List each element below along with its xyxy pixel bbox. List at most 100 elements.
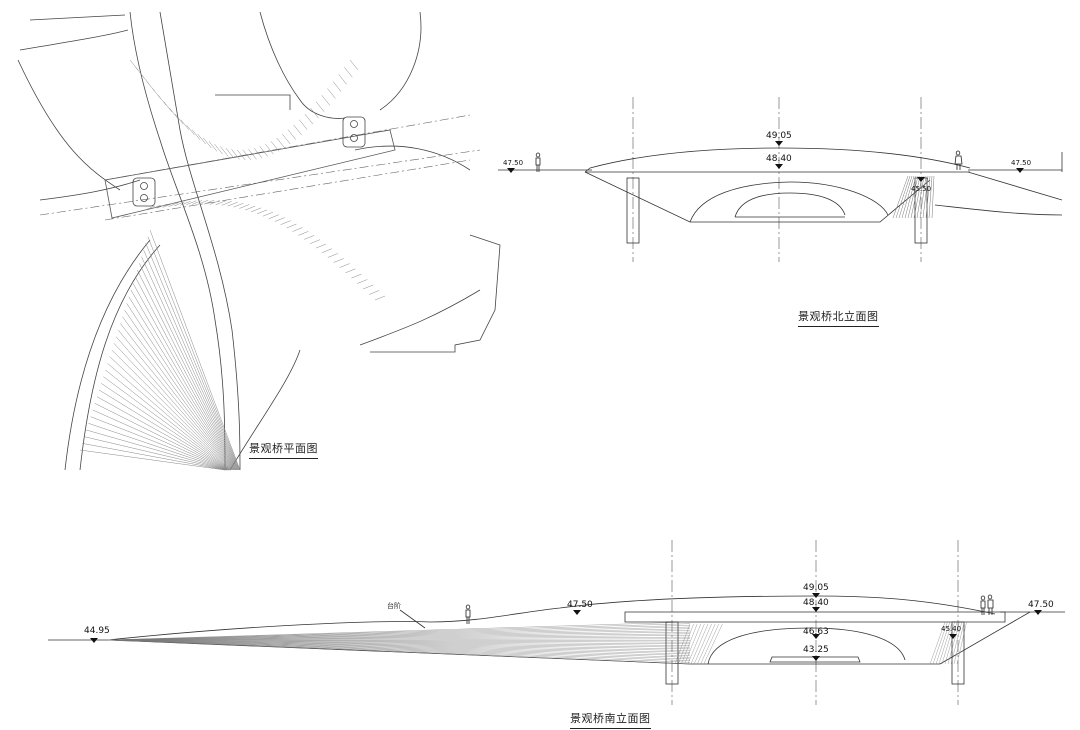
hatch-line [107,623,691,641]
hatch-line [126,303,236,471]
hatch-line [299,119,308,130]
hatch-line [694,623,712,665]
hatch-line [351,273,362,279]
hatch-line [935,621,950,665]
hatch-line [231,149,240,160]
hatch-line [220,146,229,157]
hatch-line [191,129,201,140]
south-right-level: 47.50 [1028,600,1054,610]
hatch-line [109,356,232,471]
hatch-line [913,175,923,219]
hatch-line [904,175,917,219]
hatch-line [174,201,185,207]
north-stair-level: 45.50 [911,185,932,193]
hatch-line [107,639,691,645]
hatch-line [156,203,167,209]
south-bottom-level: 43.25 [803,645,829,655]
north-level-markers [507,141,1024,182]
hatch-line [700,623,719,665]
hatch-line [107,639,691,656]
hatch-line [139,263,238,471]
hatch-line [225,148,235,159]
hatch-line [101,383,230,471]
hatch-line [944,621,958,665]
hatch-line [681,623,698,665]
hatch-line [327,88,336,99]
hatch-line [950,621,962,665]
hatch-line [107,621,691,641]
hatch-line [321,248,333,253]
hatch-line [315,101,325,112]
hatch-line [107,363,232,471]
hatch-line [265,143,274,155]
hatch-line [107,636,691,641]
hatch-line [687,623,705,665]
hatch-line [124,309,235,471]
hatch-line [107,639,691,651]
hatch-line [203,199,215,205]
south-mid-level: 47.50 [567,600,593,610]
hatch-line [144,205,156,211]
hatch-line [132,283,237,471]
hatch-line [357,279,368,284]
hatch-line [147,236,240,471]
hatch-line [374,295,386,301]
hatch-line [107,639,691,650]
hatch-line [107,625,691,641]
hatch-line [117,329,234,471]
hatch-line [82,443,226,471]
hatch-line [941,621,955,665]
hatch-line [107,639,691,643]
hatch-line [111,349,232,471]
north-top-level: 49.05 [766,131,792,141]
hatch-line [938,621,953,665]
hatch-line [304,113,314,125]
hatch-line [107,628,691,641]
plan-hatch-lines [79,59,386,471]
hatch-line [298,231,309,236]
hatch-line [103,376,231,471]
hatch-line [88,423,227,471]
hatch-line [344,67,353,78]
north-deck-level: 48.40 [766,154,792,164]
hatch-line [192,200,203,205]
hatch-line [98,389,230,471]
hatch-line [932,621,948,665]
hatch-line [94,403,229,471]
hatch-line [953,621,965,665]
hatch-line [180,201,191,206]
hatch-line [256,209,268,215]
hatch-line [143,249,239,471]
hatch-line [221,201,232,206]
hatch-line [251,207,262,213]
hatch-line [107,635,691,641]
hatch-line [145,243,240,471]
hatch-line [215,200,226,206]
hatch-line [310,107,319,119]
hatch-line [956,621,967,665]
south-deck-level: 48.40 [803,598,829,608]
south-ramp-hatch [107,621,967,665]
hatch-line [678,623,694,665]
hatch-line [910,175,921,219]
hatch-line [262,211,274,217]
hatch-line [929,621,946,665]
south-arch-level: 46.63 [803,627,829,637]
hatch-line [90,416,228,471]
hatch-line [168,202,179,207]
hatch-line [245,205,256,211]
hatch-line [107,639,691,655]
hatch-line [332,81,342,92]
hatch-line [282,133,291,145]
hatch-line [274,217,285,222]
hatch-line [304,235,315,240]
hatch-line [107,639,691,665]
hatch-line [107,630,691,641]
hatch-line [690,623,709,665]
hatch-line [703,623,723,665]
hatch-line [270,141,280,152]
hatch-line [907,175,919,219]
hatch-line [107,639,691,646]
hatch-line [293,124,302,136]
